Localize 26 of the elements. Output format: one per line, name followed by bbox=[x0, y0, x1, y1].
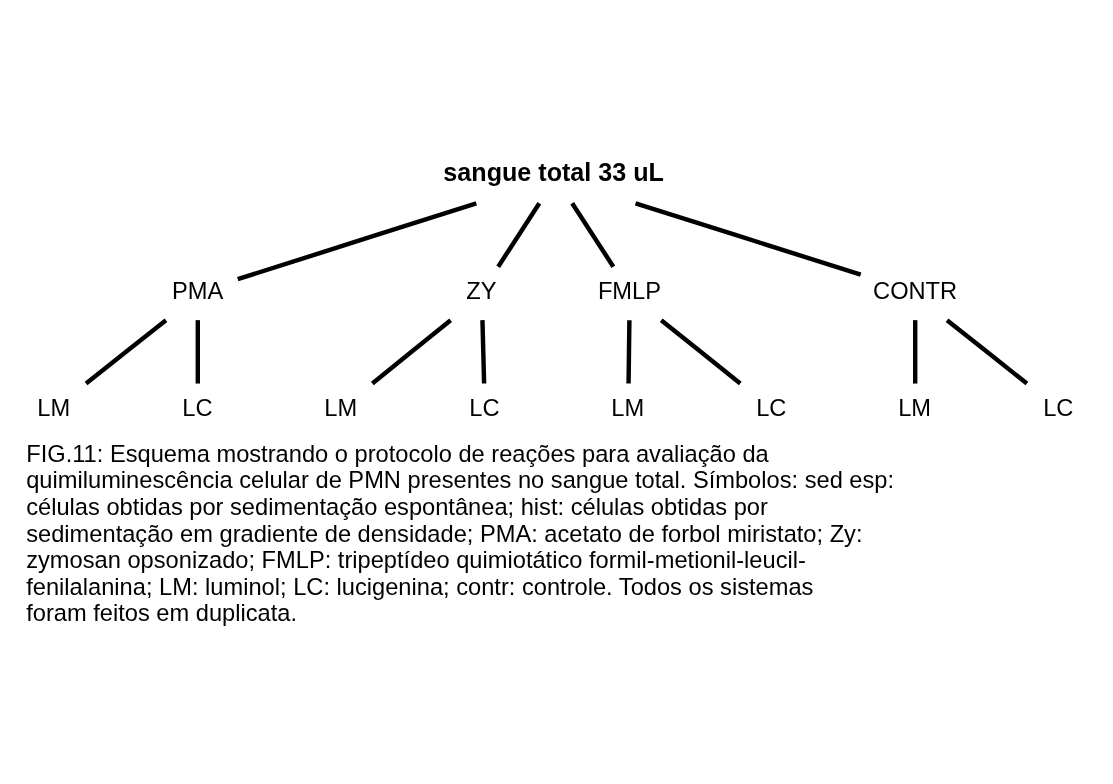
connector bbox=[913, 319, 918, 384]
connector bbox=[480, 319, 487, 384]
caption: FIG.11: Esquema mostrando o protocolo de reações para avaliação da quimiluminescência celular de PMN presentes no sangue total. Símbolos: sed esp: células obtidas por sedimentação espontânea; hist: células obtidas por sedimentação em gradiente de densidade; PMA: acetato de forbol miristato; Zy: zymosan opsonizado; FMLP: tripeptídeo quimiotático formil-metionil-leucil-fenilalanina; LM: luminol; LC: lucigenina; contr: controle. Todos os sistemas foram feitos em duplicata. bbox=[26, 440, 895, 626]
connector bbox=[659, 317, 742, 385]
node-text: PMA bbox=[171, 277, 224, 304]
node-text: LM bbox=[324, 394, 358, 421]
node-text: LM bbox=[611, 394, 645, 421]
node-text: LC bbox=[756, 394, 787, 421]
connector bbox=[945, 317, 1029, 385]
connector bbox=[84, 317, 168, 385]
node-text: ZY bbox=[466, 277, 497, 304]
node-text: LM bbox=[37, 394, 71, 421]
node-text: LM bbox=[898, 394, 932, 421]
connector bbox=[237, 200, 477, 281]
node-text: sangue total 33 uL bbox=[443, 157, 664, 186]
connector bbox=[570, 201, 616, 268]
connector bbox=[496, 201, 542, 268]
connector bbox=[626, 319, 632, 384]
connector bbox=[370, 317, 453, 385]
connector bbox=[195, 319, 200, 384]
node-text: CONTR bbox=[873, 277, 958, 304]
node-text: FMLP bbox=[597, 277, 662, 304]
node-text: LC bbox=[469, 394, 500, 421]
node-text: LC bbox=[1043, 394, 1074, 421]
connector bbox=[634, 200, 862, 277]
node-text: LC bbox=[182, 394, 213, 421]
